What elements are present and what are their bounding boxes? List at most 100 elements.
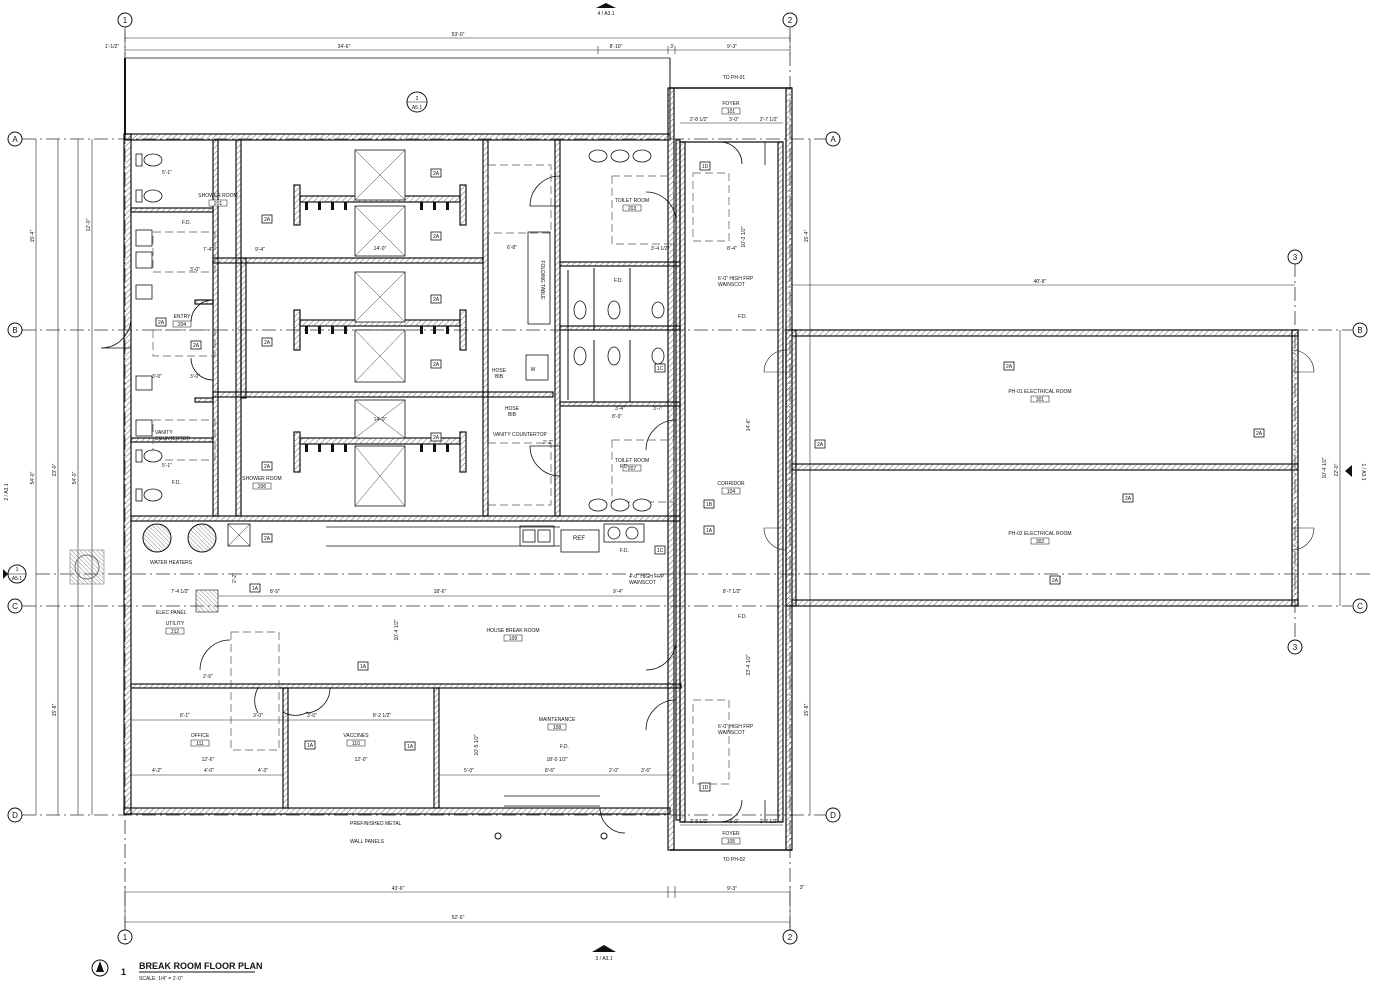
room-labels: SHOWER ROOM 201 SHOWER ROOM 206 ENTRY 20… xyxy=(166,101,1072,845)
svg-text:3: 3 xyxy=(1293,643,1298,652)
svg-text:3'-4 1/2": 3'-4 1/2" xyxy=(651,246,670,252)
grid-bubble-a-left: A xyxy=(7,131,23,147)
svg-text:15'-4": 15'-4" xyxy=(804,229,810,242)
svg-text:2'-8 1/2": 2'-8 1/2" xyxy=(690,117,709,123)
note-water-heaters: WATER HEATERS xyxy=(150,560,193,566)
toilet-partitions xyxy=(567,268,631,402)
svg-text:4'-3": 4'-3" xyxy=(258,768,268,774)
counters xyxy=(326,231,600,807)
room-office-name: OFFICE xyxy=(191,733,210,739)
room-foyer-101-number: 101 xyxy=(727,109,736,115)
room-shower-206-number: 206 xyxy=(258,484,267,490)
svg-text:8'-2 1/2": 8'-2 1/2" xyxy=(373,713,392,719)
note-folding-table: FOLDING TABLE xyxy=(539,261,545,301)
svg-text:1A: 1A xyxy=(407,744,414,750)
note-bib-1: BIB xyxy=(495,374,504,380)
room-toilet-203-name: TOILET ROOM xyxy=(615,198,649,204)
svg-text:2'-8 1/2": 2'-8 1/2" xyxy=(690,819,709,825)
svg-text:3": 3" xyxy=(800,885,805,891)
svg-text:B: B xyxy=(12,326,17,335)
room-corridor-number: 104 xyxy=(727,489,736,495)
svg-text:3': 3' xyxy=(670,44,674,50)
note-wainscot-3: WAINSCOT xyxy=(629,580,656,586)
north-arrow-icon: N xyxy=(98,967,102,973)
svg-text:2A: 2A xyxy=(433,435,440,441)
svg-text:7'-4": 7'-4" xyxy=(203,247,213,253)
svg-text:10'-4 1/2": 10'-4 1/2" xyxy=(394,619,400,640)
exterior-walls xyxy=(123,57,793,851)
svg-text:2A: 2A xyxy=(1256,431,1263,437)
svg-text:54'-0": 54'-0" xyxy=(30,471,36,484)
svg-text:2A: 2A xyxy=(1006,364,1013,370)
note-vanity-1: VANITY xyxy=(155,430,173,436)
section-marker-left: 1 A5.1 xyxy=(3,564,27,584)
svg-text:22'-0": 22'-0" xyxy=(1334,463,1340,476)
room-ph02-number: 302 xyxy=(1036,539,1045,545)
svg-text:C: C xyxy=(1357,602,1363,611)
svg-text:23'-4 1/2": 23'-4 1/2" xyxy=(746,654,752,675)
room-toilet-207-number: 207 xyxy=(628,466,637,472)
svg-text:2A: 2A xyxy=(433,234,440,240)
svg-text:34'-6": 34'-6" xyxy=(338,44,351,50)
svg-text:D: D xyxy=(12,811,18,820)
svg-text:C: C xyxy=(12,602,18,611)
note-fd-8: F.D. xyxy=(620,548,629,554)
svg-text:3'-7": 3'-7" xyxy=(653,406,663,412)
svg-text:B: B xyxy=(1357,326,1362,335)
svg-text:2'-7 1/2": 2'-7 1/2" xyxy=(760,117,779,123)
interior-walls xyxy=(130,139,682,821)
svg-text:15'-8": 15'-8" xyxy=(52,703,58,716)
svg-text:2: 2 xyxy=(416,96,419,102)
svg-text:1A: 1A xyxy=(360,664,367,670)
room-entry-name: ENTRY xyxy=(174,314,192,320)
svg-text:1'-1/2": 1'-1/2" xyxy=(105,44,119,50)
svg-text:8'-10": 8'-10" xyxy=(610,44,623,50)
svg-text:A5.1: A5.1 xyxy=(412,105,423,111)
note-fd-6: F.D. xyxy=(560,744,569,750)
svg-text:8'-4": 8'-4" xyxy=(727,246,737,252)
room-ph01-name: PH-01 ELECTRICAL ROOM xyxy=(1008,389,1071,395)
svg-text:8'-1": 8'-1" xyxy=(180,713,190,719)
svg-text:D: D xyxy=(830,811,836,820)
svg-text:43'-6": 43'-6" xyxy=(392,886,405,892)
svg-text:3'-6": 3'-6" xyxy=(641,768,651,774)
svg-text:3: 3 xyxy=(1293,253,1298,262)
svg-text:A5.1: A5.1 xyxy=(12,576,23,582)
note-vanity-2: COUNTERTOP xyxy=(155,436,190,442)
bottom-dimensions: 43'-6" 9'-3" 3" 52'-6" xyxy=(124,885,805,928)
svg-text:2A: 2A xyxy=(264,217,271,223)
svg-text:1: 1 xyxy=(123,933,128,942)
svg-text:54'-0": 54'-0" xyxy=(72,471,78,484)
svg-text:A: A xyxy=(830,135,836,144)
svg-text:2'-7 1/2": 2'-7 1/2" xyxy=(760,819,779,825)
svg-text:2A: 2A xyxy=(158,320,165,326)
svg-text:5'-1": 5'-1" xyxy=(162,170,172,176)
section-marker-right xyxy=(1345,465,1352,477)
door-swings xyxy=(100,141,766,834)
grid-bubble-c-left: C xyxy=(7,598,23,614)
note-fd-4: F.D. xyxy=(738,314,747,320)
grid-bubble-3-bottom: 3 xyxy=(1287,639,1303,655)
svg-text:8'-3": 8'-3" xyxy=(612,414,622,420)
room-foyer-101-name: FOYER xyxy=(722,101,740,107)
note-metal-panels-1: PREFINISHED METAL xyxy=(350,821,402,827)
note-frp-2: 6'-0" HIGH FRP xyxy=(718,724,754,730)
svg-text:2A: 2A xyxy=(433,171,440,177)
note-to-ph01: TO PH-01 xyxy=(723,75,746,81)
room-break-number: 109 xyxy=(509,636,518,642)
note-frp-1: 6'-0" HIGH FRP xyxy=(718,276,754,282)
note-wainscot-2: WAINSCOT xyxy=(718,730,745,736)
grid-bubble-2-top: 2 xyxy=(782,12,798,28)
detail-marker: 2 A5.1 xyxy=(406,91,428,113)
svg-text:3'-0": 3'-0" xyxy=(253,713,263,719)
svg-text:9'-3": 9'-3" xyxy=(727,44,737,50)
svg-text:14'-0": 14'-0" xyxy=(374,246,387,252)
svg-text:2A: 2A xyxy=(264,340,271,346)
svg-text:53'-0": 53'-0" xyxy=(452,32,465,38)
svg-text:40'-8": 40'-8" xyxy=(1034,279,1047,285)
grid-bubble-b-right: B xyxy=(1352,322,1368,338)
note-fd-7: F.D. xyxy=(614,278,623,284)
section-marker-left-vertical: 2 / A3.1 xyxy=(4,483,10,500)
svg-text:1C: 1C xyxy=(657,548,664,554)
svg-text:5'-1": 5'-1" xyxy=(162,463,172,469)
